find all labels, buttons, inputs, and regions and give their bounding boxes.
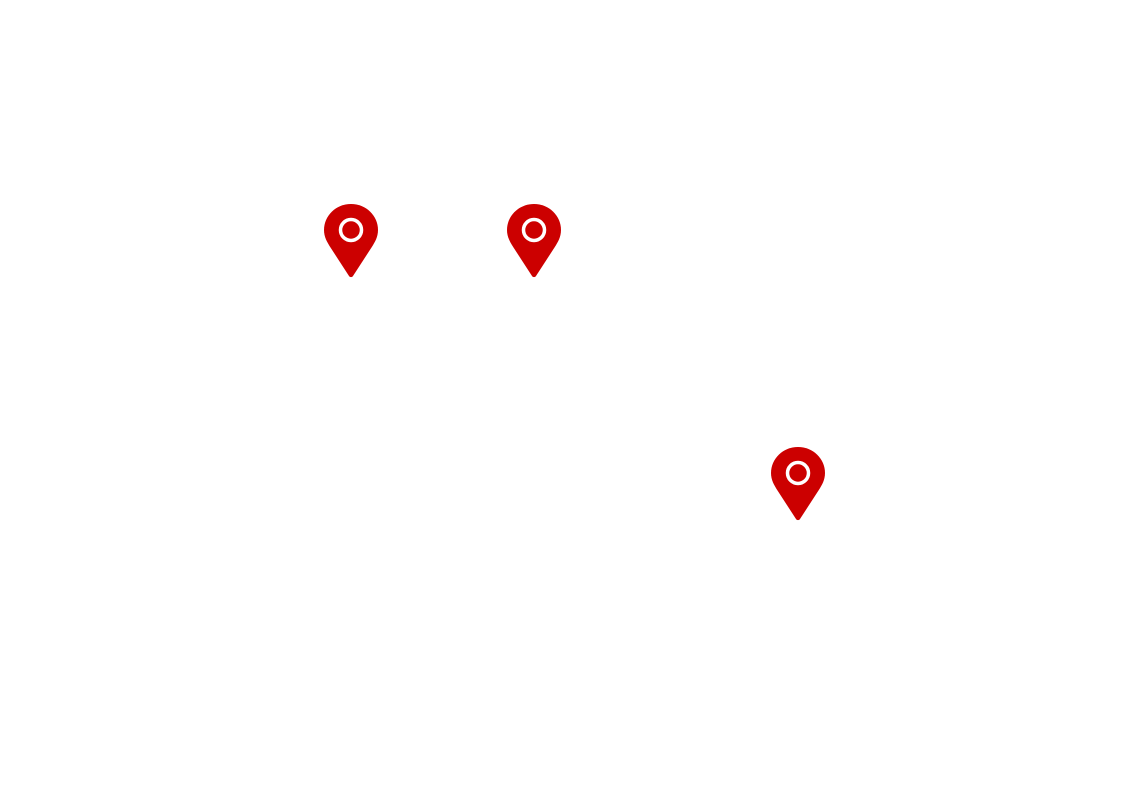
- map-pin-icon: [324, 204, 378, 278]
- map-pin-icon: [771, 447, 825, 521]
- map-pin-icon: [507, 204, 561, 278]
- map-marker[interactable]: [770, 446, 826, 522]
- map-marker[interactable]: [323, 203, 379, 279]
- map-marker[interactable]: [506, 203, 562, 279]
